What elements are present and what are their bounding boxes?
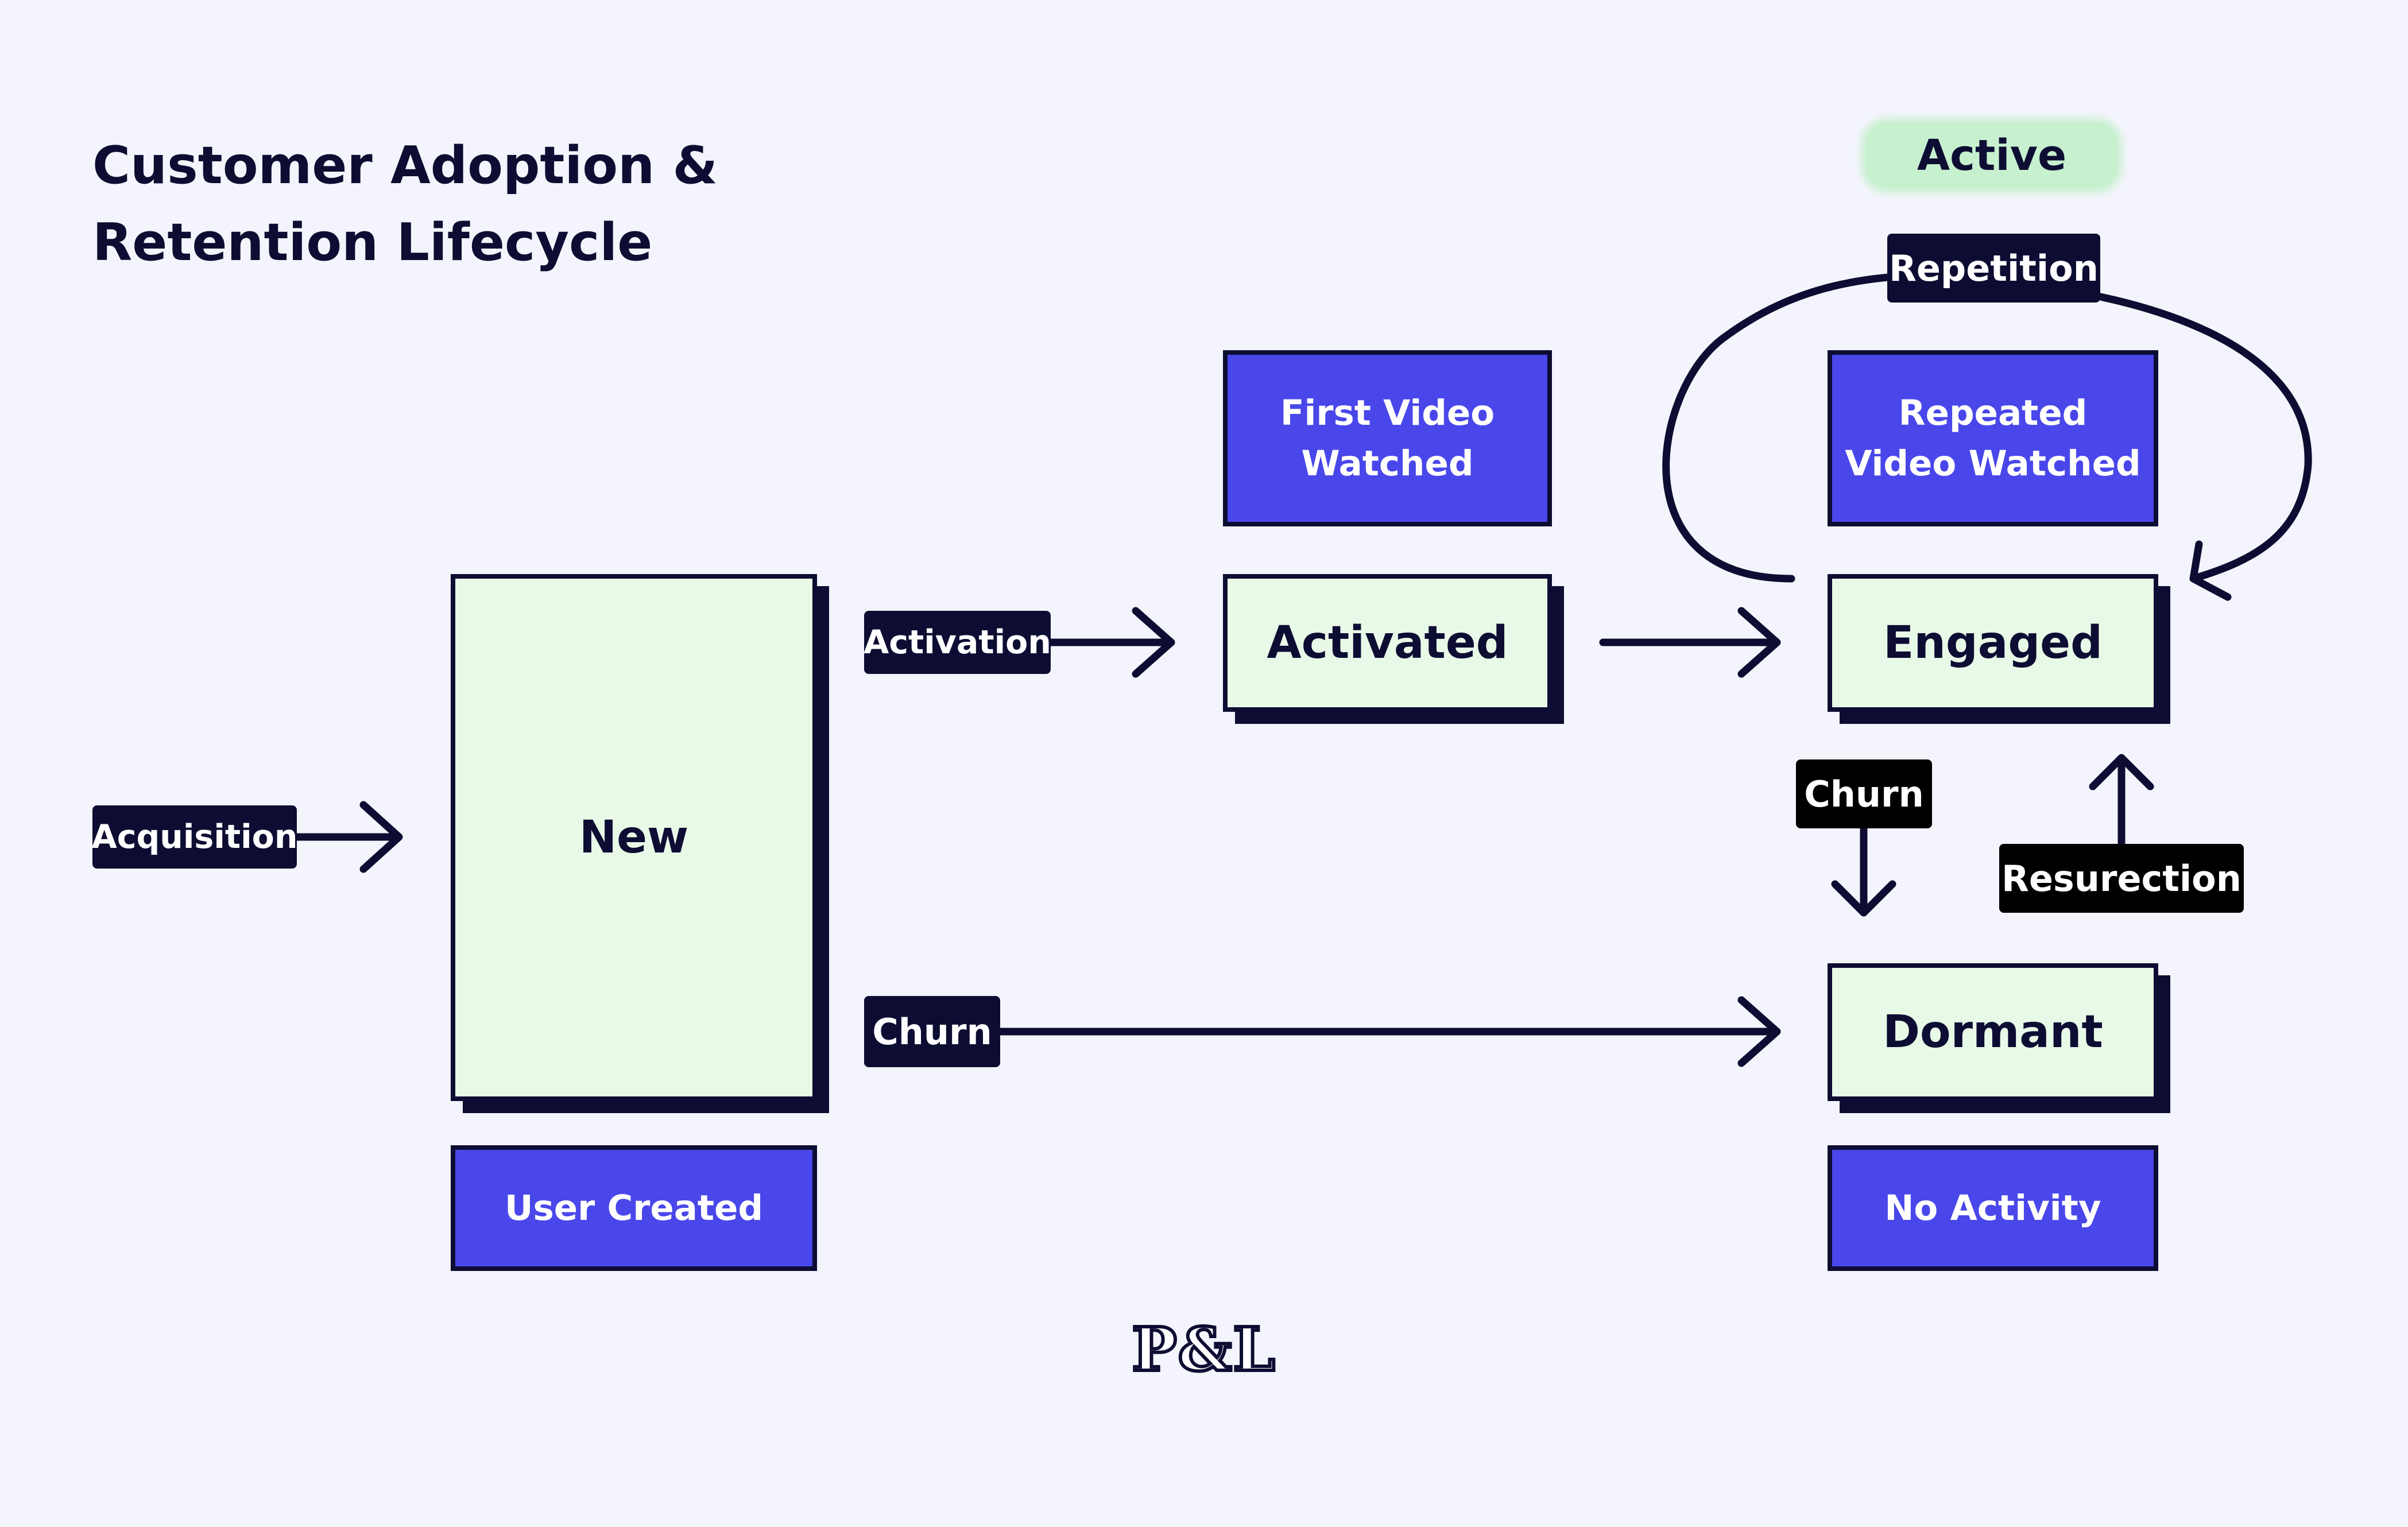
- event-user-created: User Created: [451, 1145, 817, 1271]
- activation-arrow: [1047, 607, 1175, 678]
- event-repeated-video-line-1: Repeated: [1898, 392, 2088, 433]
- state-dormant-label: Dormant: [1883, 1006, 2103, 1058]
- event-no-activity: No Activity: [1828, 1145, 2158, 1271]
- churn-to-dormant-arrow: [995, 996, 1781, 1067]
- resurrection-up-arrow: [2089, 754, 2154, 851]
- state-engaged-label: Engaged: [1883, 617, 2103, 669]
- tag-resurrection: Resurection: [1999, 844, 2244, 913]
- state-engaged: Engaged: [1828, 574, 2158, 712]
- title-line-2: Retention Lifecycle: [92, 212, 653, 273]
- event-no-activity-label: No Activity: [1884, 1187, 2101, 1228]
- activated-to-engaged-arrow: [1599, 607, 1781, 678]
- title-line-1: Customer Adoption &: [92, 135, 718, 196]
- event-repeated-video-line-2: Video Watched: [1845, 443, 2141, 484]
- event-first-video-line-1: First Video: [1280, 392, 1495, 433]
- state-dormant: Dormant: [1828, 963, 2158, 1101]
- event-user-created-label: User Created: [504, 1187, 764, 1228]
- pl-logo: P&L: [1130, 1312, 1276, 1386]
- event-first-video-line-2: Watched: [1301, 443, 1474, 484]
- tag-activation: Activation: [864, 611, 1051, 674]
- page-title: Customer Adoption & Retention Lifecycle: [92, 127, 718, 281]
- tag-churn-new: Churn: [864, 996, 1000, 1067]
- event-repeated-video-watched: Repeated Video Watched: [1828, 350, 2158, 526]
- state-new-label: New: [579, 812, 689, 863]
- tag-repetition: Repetition: [1887, 234, 2100, 303]
- tag-churn-engaged: Churn: [1796, 759, 1932, 828]
- acquisition-arrow: [292, 801, 403, 873]
- event-first-video-watched: First Video Watched: [1223, 350, 1552, 526]
- churn-down-arrow: [1831, 823, 1896, 917]
- state-activated: Activated: [1223, 574, 1552, 712]
- state-activated-label: Activated: [1267, 617, 1508, 669]
- active-label: Active: [1866, 123, 2117, 188]
- tag-acquisition: Acquisition: [92, 805, 297, 869]
- state-new: New: [451, 574, 817, 1101]
